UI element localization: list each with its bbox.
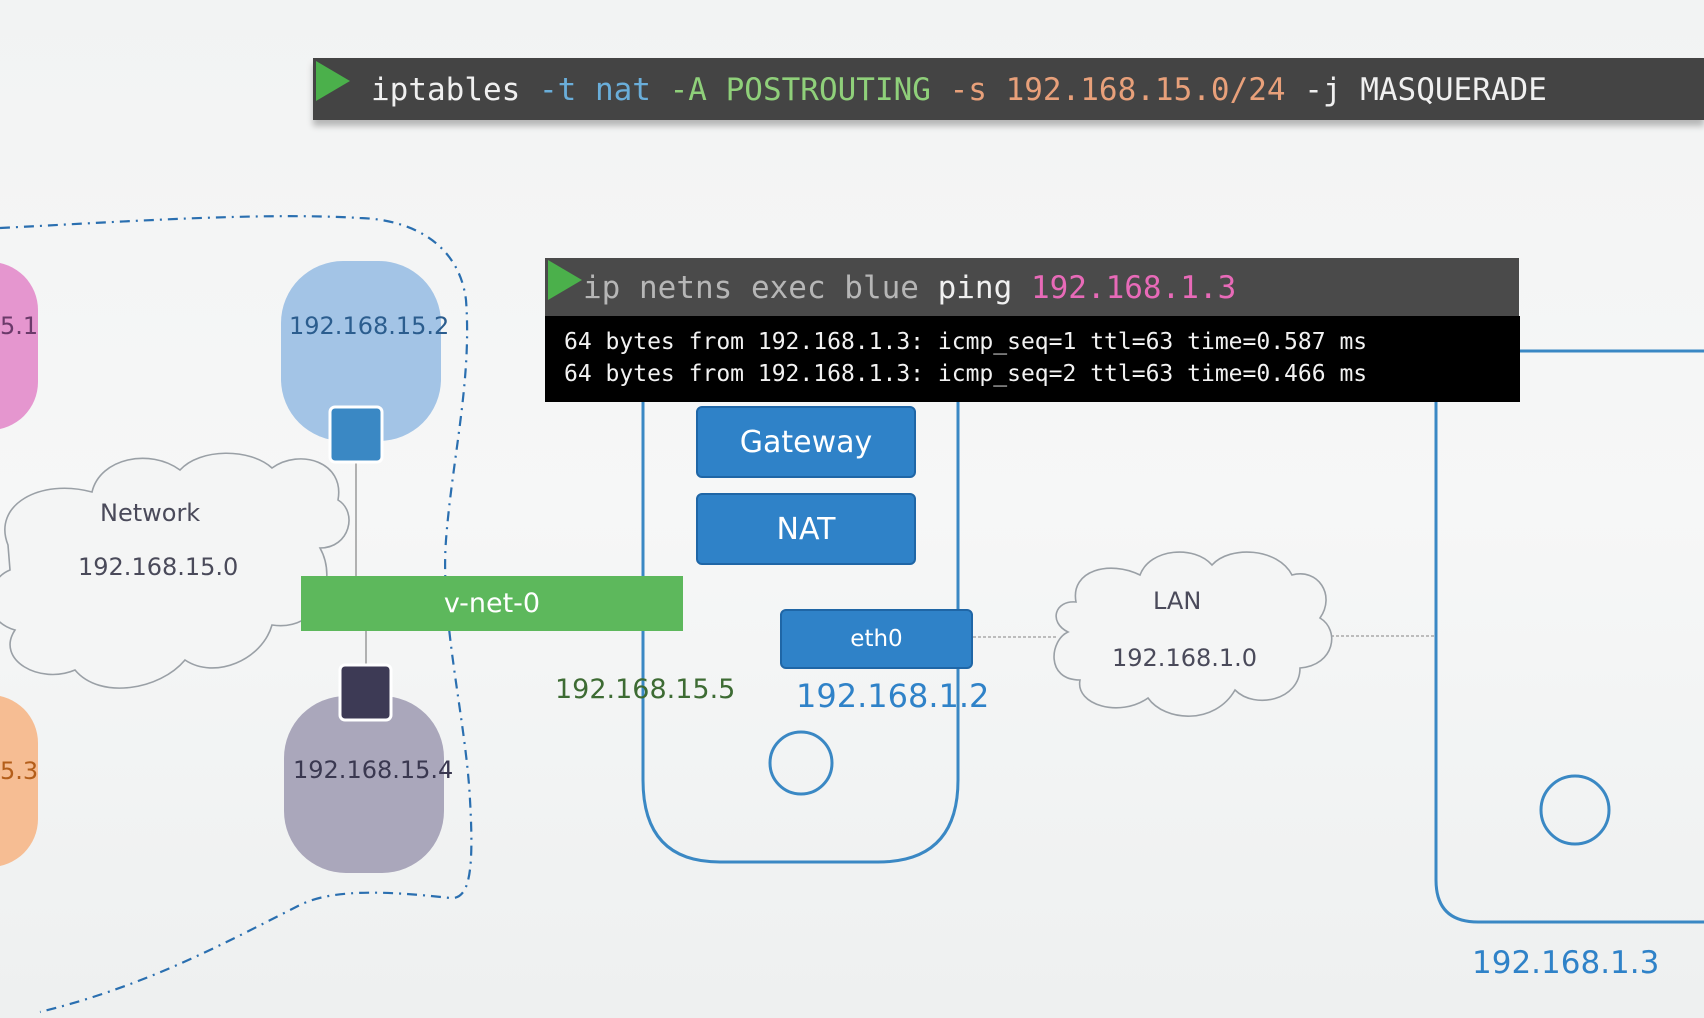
network-cloud-title: Network xyxy=(100,499,201,527)
host2-ip: 192.168.1.3 xyxy=(1472,945,1660,981)
iptables-token: -s xyxy=(930,72,987,108)
ping-output: 64 bytes from 192.168.1.3: icmp_seq=1 tt… xyxy=(545,316,1520,402)
bridge-ip: 192.168.15.5 xyxy=(555,674,736,705)
blue-veth-port xyxy=(328,405,384,464)
host1-circle xyxy=(768,730,834,796)
iptables-command-text: iptables -t nat -A POSTROUTING -s 192.16… xyxy=(371,72,1547,108)
play-icon xyxy=(316,61,350,101)
nat-box: NAT xyxy=(696,493,916,565)
grey-veth-port xyxy=(338,663,393,722)
host2-circle xyxy=(1539,774,1611,846)
ping-output-line: 64 bytes from 192.168.1.3: icmp_seq=1 tt… xyxy=(564,329,1368,355)
blue-namespace xyxy=(281,261,441,441)
ping-output-line: 64 bytes from 192.168.1.3: icmp_seq=2 tt… xyxy=(564,361,1368,387)
ping-command-target: 192.168.1.3 xyxy=(1030,270,1237,306)
lan-cloud-subnet: 192.168.1.0 xyxy=(1112,644,1258,672)
pink-namespace-ip: 5.1 xyxy=(0,312,39,340)
iptables-token: MASQUERADE xyxy=(1341,72,1547,108)
bridge-v-net-0: v-net-0 xyxy=(301,576,683,631)
iptables-token: -A xyxy=(650,72,707,108)
network-cloud xyxy=(0,452,350,689)
ping-command-terminal: ip netns exec blue ping 192.168.1.3 xyxy=(545,258,1519,316)
iptables-token: 192.168.15.0/24 xyxy=(986,72,1286,108)
host1-ip: 192.168.1.2 xyxy=(796,677,990,715)
grey-namespace xyxy=(284,696,444,873)
orange-namespace-ip: 5.3 xyxy=(0,757,39,785)
lan-cloud-title: LAN xyxy=(1153,587,1202,615)
network-cloud-subnet: 192.168.15.0 xyxy=(78,553,239,581)
iptables-token: POSTROUTING xyxy=(706,72,931,108)
iptables-token: -t xyxy=(520,72,577,108)
ping-command-verb: ping xyxy=(937,270,1031,306)
grey-namespace-ip: 192.168.15.4 xyxy=(293,756,454,784)
orange-namespace xyxy=(0,696,38,866)
iptables-token: -j xyxy=(1285,72,1342,108)
pink-namespace xyxy=(0,263,38,429)
lan-cloud xyxy=(1053,551,1333,717)
play-icon xyxy=(548,260,582,300)
iptables-token: nat xyxy=(576,72,651,108)
host1-outline xyxy=(641,402,960,864)
gateway-box: Gateway xyxy=(696,406,916,478)
ping-command-text: ip netns exec blue ping 192.168.1.3 xyxy=(583,270,1236,306)
host2-outline xyxy=(1434,349,1704,924)
eth0-interface: eth0 xyxy=(780,609,973,669)
iptables-token: iptables xyxy=(371,72,521,108)
ping-command-prefix: ip netns exec blue xyxy=(583,270,938,306)
blue-namespace-ip: 192.168.15.2 xyxy=(289,312,450,340)
iptables-command-terminal: iptables -t nat -A POSTROUTING -s 192.16… xyxy=(313,58,1704,120)
